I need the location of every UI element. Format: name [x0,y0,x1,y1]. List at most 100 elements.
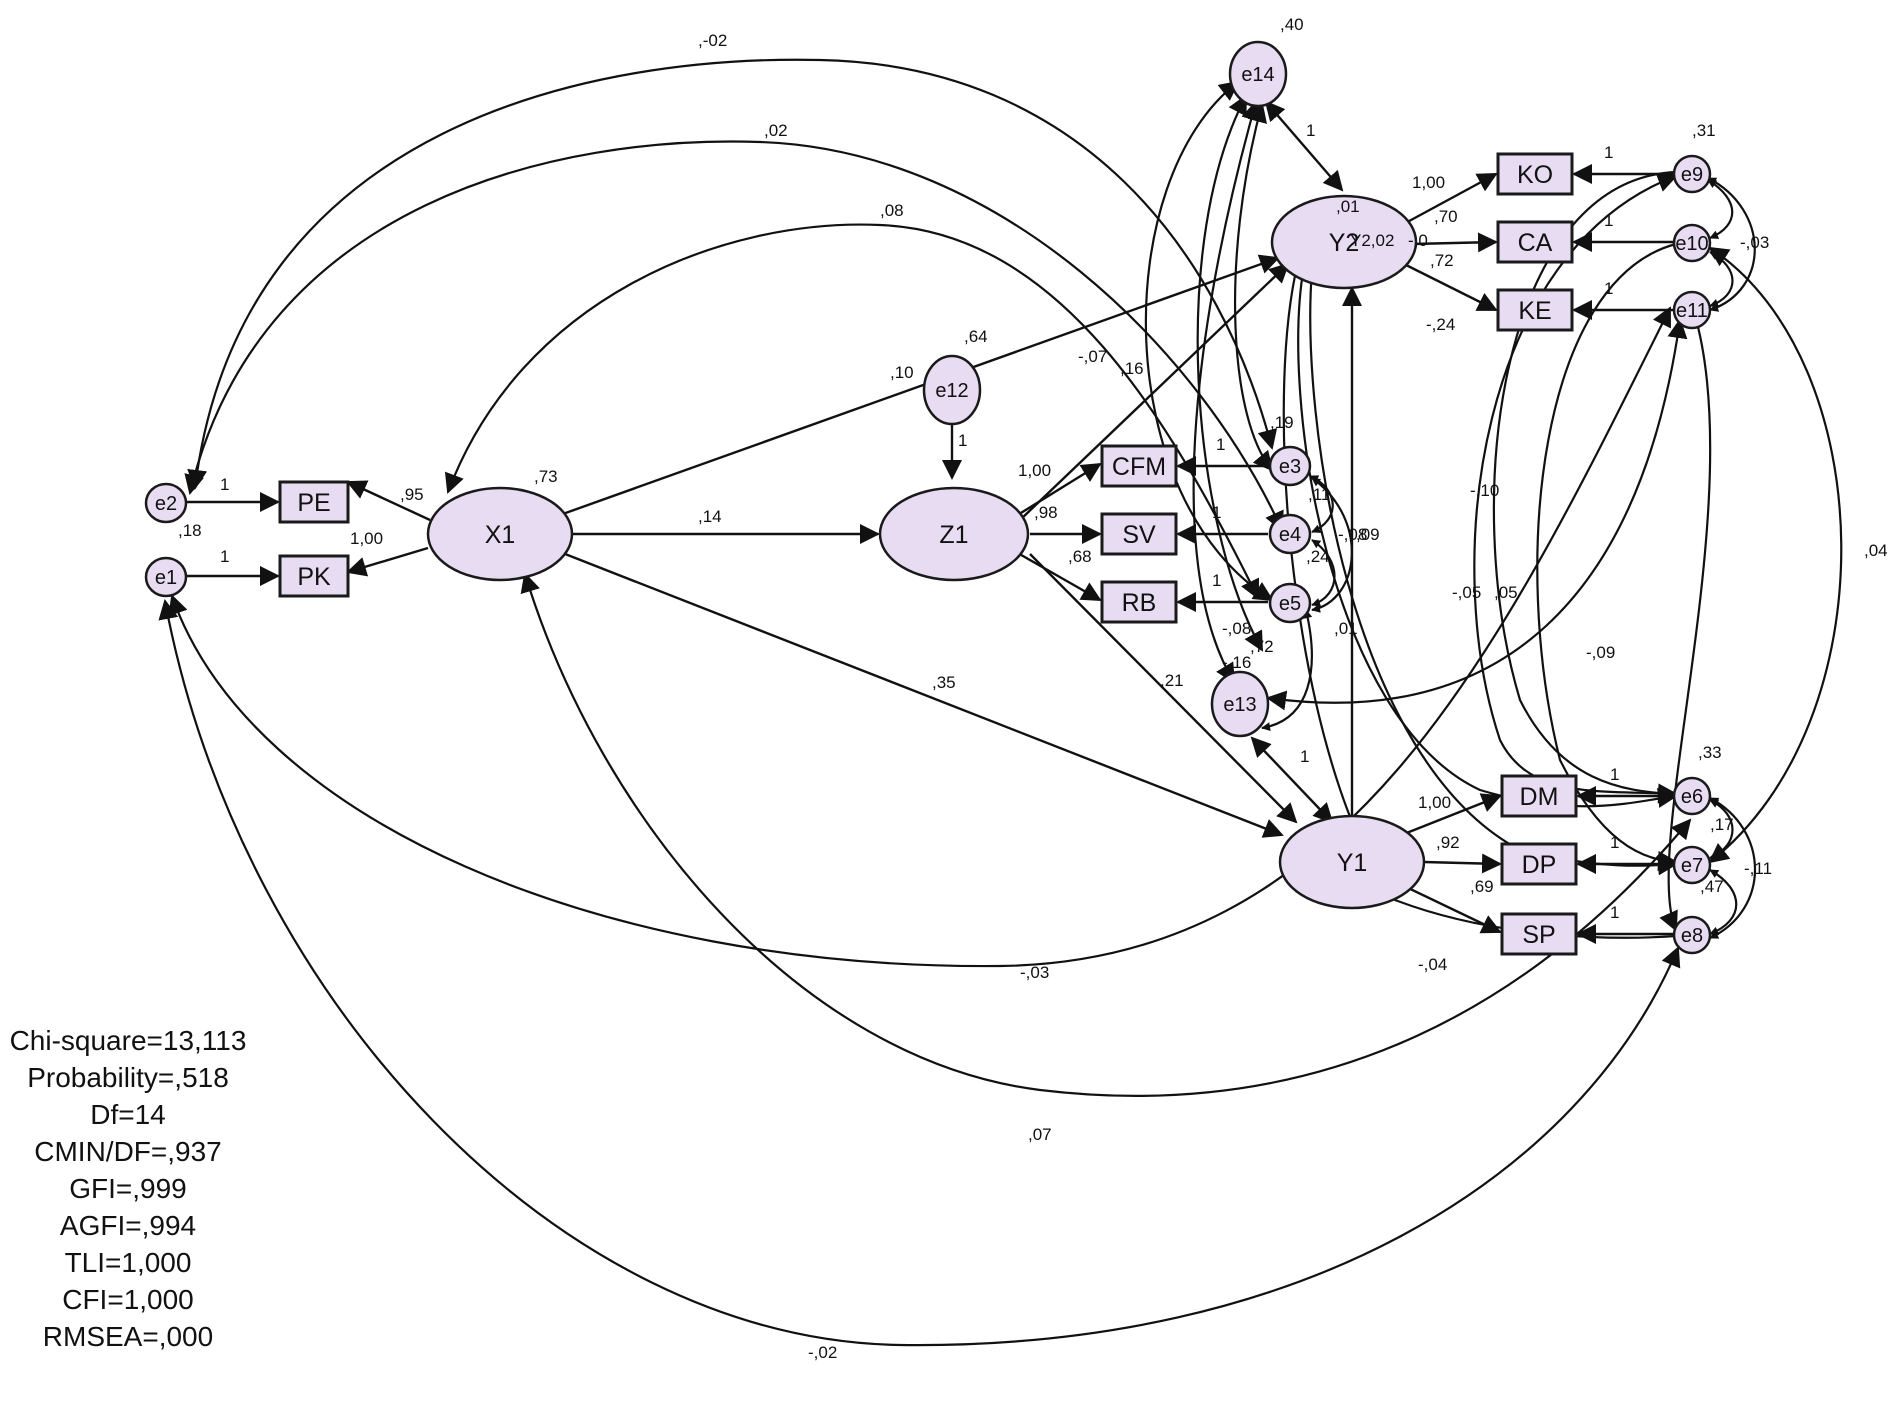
error-e14[interactable]: e14 [1228,40,1288,108]
observed-dm-label: DM [1520,783,1559,811]
observed-rb-label: RB [1122,589,1157,617]
observed-ca-label: CA [1518,229,1553,257]
cov-e10-e7 [1708,246,1843,864]
cov-e1-e8 [158,599,1681,1347]
fit-agfi: AGFI=,994 [60,1210,196,1241]
cov-e3-e13 [1261,609,1313,732]
observed-pe[interactable]: PE [278,480,350,524]
coef-label: -,24 [1426,315,1455,334]
path-x1-pk [346,546,429,577]
cov-e9-e11 [1707,177,1756,312]
covariance-curves [158,58,1843,1347]
error-e7[interactable]: e7 [1672,845,1712,885]
observed-cfm-label: CFM [1112,453,1166,481]
latent-x1[interactable]: X1 [426,486,574,582]
observed-cfm[interactable]: CFM [1100,444,1178,488]
cov-y2-e6 [1297,265,1678,808]
coef-label: 1,00 [1412,173,1445,192]
fit-cmin-df: CMIN/DF=,937 [34,1136,222,1167]
cov-e14-e3 [1233,102,1274,472]
observed-sv[interactable]: SV [1100,512,1178,556]
fit-gfi: GFI=,999 [69,1173,187,1204]
coef-label: ,35 [932,673,956,692]
coef-label: ,64 [964,327,988,346]
latent-y1[interactable]: Y1 [1278,814,1426,910]
observed-sv-label: SV [1122,521,1156,549]
cov-e13-e11 [1266,318,1688,711]
error-e6[interactable]: e6 [1672,776,1712,816]
coef-label: ,72 [1250,637,1274,656]
error-e13[interactable]: e13 [1210,670,1270,738]
coefficient-labels: ,-02 ,02 ,08 ,40 1 ,01 Y2,02 -,0 1,00 ,7… [178,15,1888,1362]
coef-label: 1 [1212,503,1221,522]
observed-ko[interactable]: KO [1496,152,1574,196]
error-e11-label: e11 [1676,300,1708,322]
coef-label: 1 [1610,765,1619,784]
observed-ca[interactable]: CA [1496,220,1574,264]
coef-label: 1 [1610,903,1619,922]
coef-label: ,18 [178,521,202,540]
coef-label: 1 [958,431,967,450]
cov-x1-e6 [520,572,1692,1097]
coef-label: 1 [1610,833,1619,852]
path-x1-pe [346,480,431,522]
cov-e7-e8 [1709,869,1738,936]
error-terms: e2 e1 e12 e14 e13 e3 e4 e5 e9 e10 e11 e6… [144,40,1712,955]
error-e4[interactable]: e4 [1268,513,1312,555]
coef-label: ,05 [1494,583,1518,602]
error-e11[interactable]: e11 [1672,290,1712,330]
coef-label: -,05 [1452,583,1481,602]
error-e12[interactable]: e12 [922,354,982,426]
coef-label: -,10 [1470,481,1499,500]
path-e13-y1 [1250,736,1334,824]
latent-x1-label: X1 [485,521,516,549]
observed-variables: PE PK CFM SV RB KO CA KE DM DP SP [278,152,1578,956]
error-e2[interactable]: e2 [144,482,188,524]
observed-rb[interactable]: RB [1100,580,1178,624]
coef-label: ,11 [1308,485,1330,504]
latent-z1[interactable]: Z1 [878,486,1030,582]
error-e8-label: e8 [1681,925,1703,947]
cov-e14-e4 [1144,80,1274,602]
coef-label: ,95 [400,485,424,504]
coef-label: ,01 [1334,619,1358,638]
error-e9-label: e9 [1681,164,1703,186]
coef-label: -,03 [1740,233,1769,252]
error-e8[interactable]: e8 [1672,915,1712,955]
error-e9[interactable]: e9 [1672,154,1712,194]
coef-label: 1 [1306,121,1315,140]
coef-label: 1 [1212,571,1221,590]
error-e6-label: e6 [1681,786,1703,808]
cov-e10-e11 [1709,251,1734,308]
observed-dp[interactable]: DP [1500,842,1578,886]
error-e3[interactable]: e3 [1268,445,1312,487]
coef-label: -,03 [1020,963,1049,982]
path-e14-y2 [1264,100,1344,192]
observed-dm[interactable]: DM [1500,774,1578,818]
coef-label: ,07 [1028,1125,1052,1144]
coef-label: ,09 [1356,525,1380,544]
coef-label: 1 [1604,143,1613,162]
observed-sp[interactable]: SP [1500,912,1578,956]
error-e5[interactable]: e5 [1268,582,1312,624]
path-y2-ko [1399,172,1498,228]
latent-y2[interactable]: Y2 [1270,194,1418,290]
coef-label: ,92 [1436,833,1460,852]
path-y1-dp [1423,853,1502,874]
error-e10[interactable]: e10 [1672,223,1712,263]
coef-label: -,08 [1222,619,1251,638]
coef-label: ,69 [1470,877,1494,896]
latent-z1-label: Z1 [939,521,968,549]
error-e1[interactable]: e1 [144,556,188,598]
observed-ke[interactable]: KE [1496,288,1574,332]
observed-pk[interactable]: PK [278,554,350,598]
cov-e9-e10 [1707,179,1734,240]
path-x1-y2 [559,254,1280,517]
coef-label: ,16 [1120,359,1144,378]
coef-label: Y2,02 [1350,231,1394,250]
coef-label: 1,00 [1418,793,1451,812]
coef-label: ,24 [1306,547,1330,566]
error-e3-label: e3 [1279,456,1301,478]
coef-label: ,08 [880,201,904,220]
